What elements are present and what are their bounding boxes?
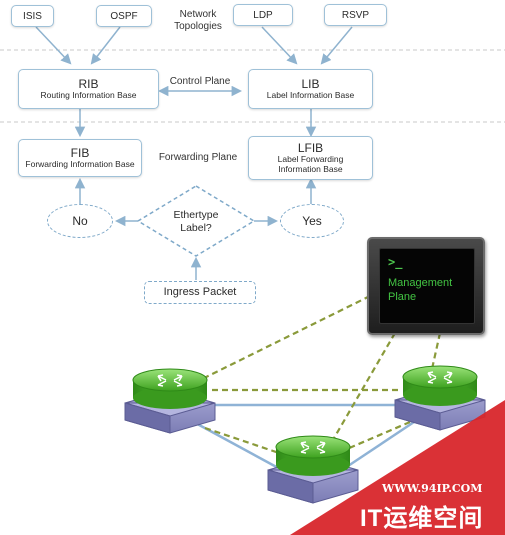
arrow-ldp-lib <box>261 26 298 65</box>
fib-subtitle: Forwarding Information Base <box>25 158 135 169</box>
yes-label: Yes <box>302 214 322 228</box>
decision-label: Ethertype Label? <box>173 209 219 234</box>
network-topologies-label: Network Topologies <box>174 9 222 32</box>
router-right <box>394 365 486 431</box>
mgmt-link-right <box>428 332 442 379</box>
ingress-packet-box: Ingress Packet <box>144 281 256 304</box>
watermark-triangle <box>290 400 505 535</box>
mgmt-link-right-bottom <box>339 420 411 454</box>
ingress-packet-label: Ingress Packet <box>163 286 237 299</box>
lfib-subtitle-1: Label Forwarding <box>277 154 344 165</box>
isis-label: ISIS <box>23 10 42 22</box>
lfib-title: LFIB <box>297 141 324 156</box>
router-right-arrows-icon <box>427 371 453 384</box>
terminal-prompt-icon: >_ <box>388 255 403 269</box>
rsvp-label: RSVP <box>341 9 370 21</box>
lib-subtitle: Label Information Base <box>266 89 355 100</box>
arrow-rsvp-lib <box>320 26 353 65</box>
terminal-screen: >_ Management Plane <box>379 248 475 324</box>
lfib-subtitle-2: Information Base <box>278 163 343 174</box>
fib-title: FIB <box>70 145 90 160</box>
isis-box: ISIS <box>11 5 54 27</box>
no-label: No <box>72 214 88 228</box>
mgmt-link-left <box>189 295 371 386</box>
forwarding-plane-label: Forwarding Plane <box>158 152 238 163</box>
rsvp-box: RSVP <box>324 4 387 26</box>
ldp-label: LDP <box>253 9 273 21</box>
watermark-text: IT运维空间 <box>360 505 484 532</box>
router-bottom-arrows-icon <box>300 441 326 454</box>
ospf-box: OSPF <box>96 5 152 27</box>
router-left <box>124 368 216 434</box>
control-plane-label: Control Plane <box>169 76 231 87</box>
arrow-isis-rib <box>35 26 72 65</box>
rib-box: RIB Routing Information Base <box>18 69 159 109</box>
decision-diamond <box>136 185 256 257</box>
lib-title: LIB <box>301 76 320 91</box>
fib-box: FIB Forwarding Information Base <box>18 139 142 177</box>
management-plane-label: Management Plane <box>388 277 453 303</box>
ldp-box: LDP <box>233 4 293 26</box>
router-left-arrows-icon <box>157 374 183 387</box>
router-bottom <box>267 435 359 504</box>
ospf-label: OSPF <box>110 10 138 22</box>
mgmt-link-left-bottom <box>204 426 286 457</box>
management-terminal: >_ Management Plane <box>367 237 485 335</box>
link-right-bottom <box>344 416 421 470</box>
yes-ellipse: Yes <box>280 204 344 238</box>
arrow-ospf-rib <box>90 26 121 65</box>
lfib-box: LFIB Label Forwarding Information Base <box>248 136 373 180</box>
watermark-url: WWW.94IP.COM <box>382 482 483 495</box>
lib-box: LIB Label Information Base <box>248 69 373 109</box>
rib-subtitle: Routing Information Base <box>40 89 137 100</box>
rib-title: RIB <box>78 76 99 91</box>
no-ellipse: No <box>47 204 113 238</box>
link-left-bottom <box>189 418 283 472</box>
